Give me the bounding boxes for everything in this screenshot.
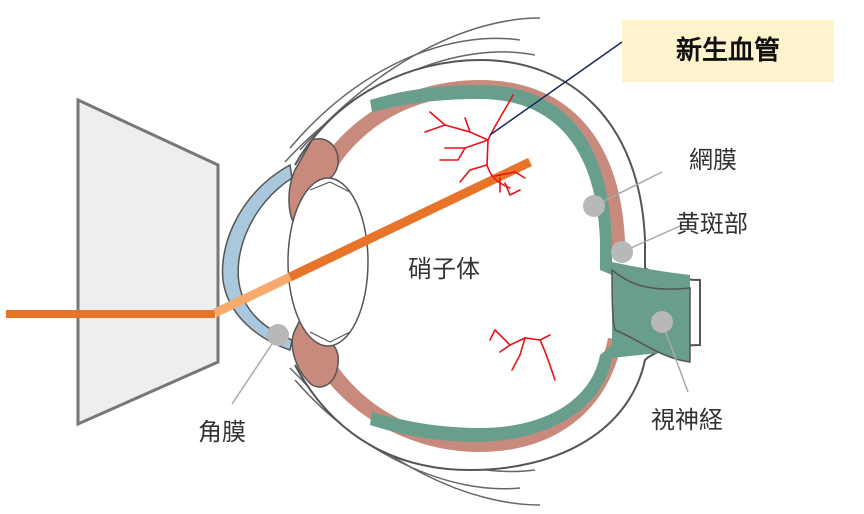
zonule-lines xyxy=(309,181,351,343)
cornea-marker xyxy=(267,324,289,346)
markers xyxy=(267,195,673,346)
optic-nerve-label: 視神経 xyxy=(651,406,723,434)
neovascular-callout-box xyxy=(622,20,834,82)
neovascular-label: 新生血管 xyxy=(676,35,780,66)
optic-nerve xyxy=(611,268,691,363)
contact-lens xyxy=(76,97,220,427)
retina-layer xyxy=(370,85,690,442)
vitreous-label: 硝子体 xyxy=(408,255,480,283)
cornea-shape xyxy=(221,163,293,351)
cornea-label: 角膜 xyxy=(198,418,246,446)
neovascular-vessels xyxy=(424,94,556,381)
optic-nerve-marker xyxy=(651,311,673,333)
retina-label: 網膜 xyxy=(689,146,737,174)
macula-label: 黄斑部 xyxy=(676,210,748,238)
laser-beam xyxy=(6,157,532,318)
macula-marker xyxy=(611,241,633,263)
retina-marker xyxy=(583,195,605,217)
callout-leader xyxy=(489,41,623,136)
